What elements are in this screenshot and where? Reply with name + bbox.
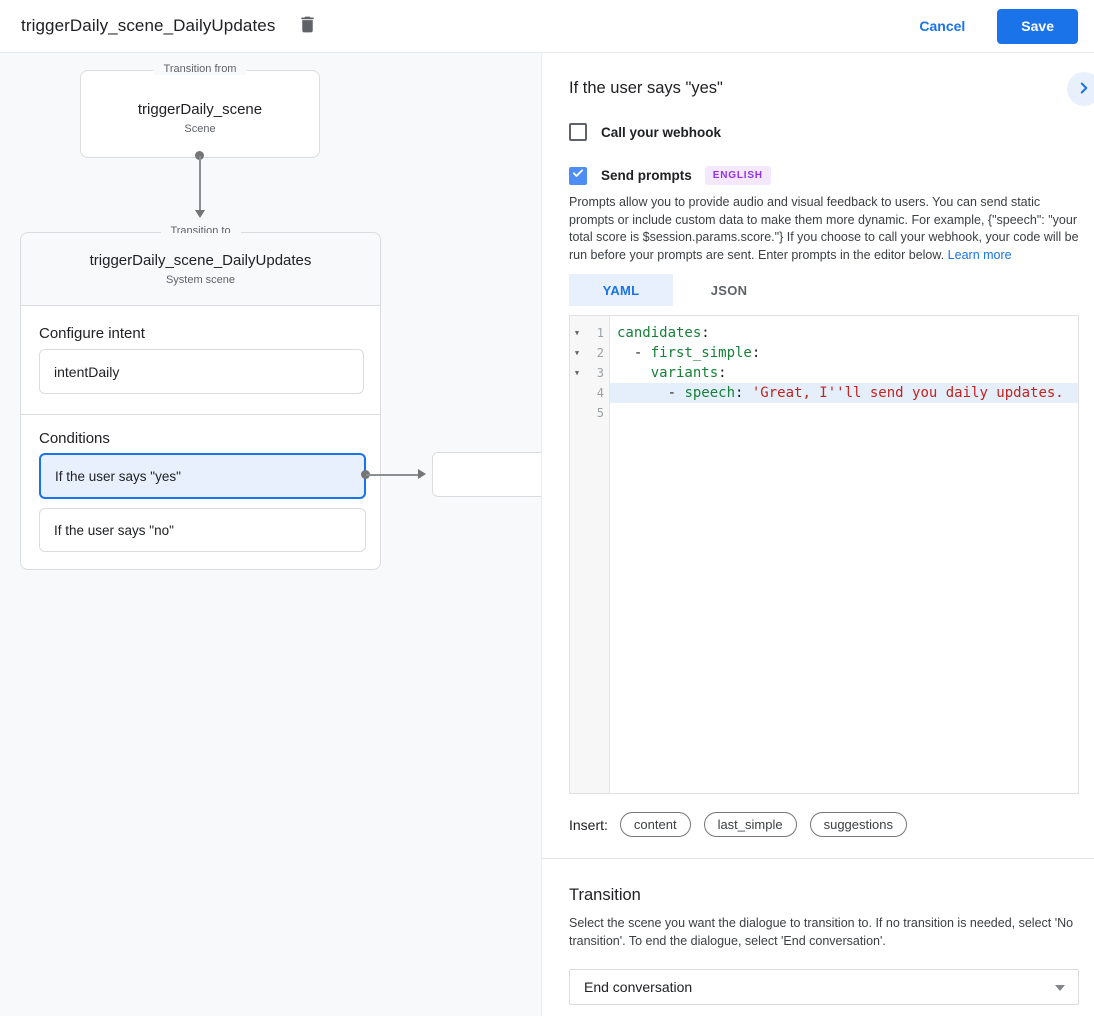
line-number: 4: [596, 386, 604, 400]
editor-line[interactable]: 5: [570, 403, 1078, 423]
insert-label: Insert:: [569, 816, 608, 833]
line-number: 5: [596, 406, 604, 420]
editor-line-code[interactable]: candidates:: [617, 325, 710, 341]
to-scene-type: System scene: [165, 274, 236, 286]
section-divider: [542, 858, 1094, 859]
insert-chip-last_simple[interactable]: last_simple: [703, 812, 797, 837]
learn-more-link[interactable]: Learn more: [947, 247, 1012, 262]
insert-row: Insert: content last_simple suggestions: [569, 812, 920, 837]
editor-line-code[interactable]: - speech: 'Great, I''ll send you daily u…: [610, 383, 1078, 403]
transition-title: Transition: [569, 886, 641, 904]
connector-dot: [361, 470, 370, 479]
editor-line-gutter: ▼3: [570, 363, 610, 383]
configure-intent-label: Configure intent: [39, 325, 145, 342]
editor-line[interactable]: ▼2 - first_simple:: [570, 343, 1078, 363]
trash-icon: [297, 14, 318, 38]
send-prompts-checkbox[interactable]: [569, 166, 587, 185]
insert-chip-suggestions[interactable]: suggestions: [809, 812, 907, 837]
transition-target-node[interactable]: [432, 452, 541, 497]
editor-gutter: [570, 316, 610, 793]
editor-line[interactable]: ▼3 variants:: [570, 363, 1078, 383]
to-node-header: triggerDaily_scene_DailyUpdates System s…: [21, 233, 380, 306]
arrow-right-icon: [418, 469, 426, 479]
line-number: 3: [596, 366, 604, 380]
editor-line-code[interactable]: [610, 403, 1078, 423]
editor-line-gutter: 4: [570, 383, 610, 403]
editor-line-gutter: ▼1: [570, 323, 610, 343]
transition-dropdown-value: End conversation: [584, 979, 693, 995]
node-divider: [21, 414, 380, 415]
prompts-description: Prompts allow you to provide audio and v…: [569, 194, 1081, 264]
send-prompts-row: Send prompts ENGLISH: [569, 166, 771, 185]
dropdown-caret-icon: [1055, 985, 1065, 991]
editor-line-code[interactable]: variants:: [650, 365, 727, 381]
condition-item-yes[interactable]: If the user says "yes": [39, 453, 366, 499]
send-prompts-label: Send prompts: [601, 168, 692, 183]
fold-toggle-icon[interactable]: ▼: [574, 329, 580, 337]
from-scene-type: Scene: [184, 123, 216, 135]
from-scene-name: triggerDaily_scene: [137, 101, 263, 118]
cancel-button[interactable]: Cancel: [919, 18, 966, 34]
top-bar: triggerDaily_scene_DailyUpdates Cancel S…: [0, 0, 1094, 53]
intent-field[interactable]: intentDaily: [39, 349, 364, 394]
collapse-panel-button[interactable]: [1067, 72, 1094, 106]
language-badge: ENGLISH: [704, 166, 771, 185]
webhook-label: Call your webhook: [601, 124, 722, 140]
connector-dot: [195, 151, 204, 160]
condition-item-no[interactable]: If the user says "no": [39, 508, 366, 552]
arrow-down-icon: [195, 210, 205, 218]
transition-from-legend: Transition from: [153, 63, 247, 75]
editor-line[interactable]: 4 - speech: 'Great, I''ll send you daily…: [570, 383, 1078, 403]
transition-to-node[interactable]: Transition to triggerDaily_scene_DailyUp…: [20, 225, 381, 570]
to-scene-name: triggerDaily_scene_DailyUpdates: [89, 252, 312, 269]
transition-description: Select the scene you want the dialogue t…: [569, 916, 1074, 948]
handler-title: If the user says "yes": [569, 79, 723, 97]
insert-chip-content[interactable]: content: [619, 812, 691, 837]
save-button[interactable]: Save: [997, 8, 1078, 44]
checkmark-icon: [571, 166, 585, 185]
connector-line-horizontal: [366, 474, 419, 476]
editor-tabs: YAML JSON: [569, 274, 785, 306]
editor-line-gutter: ▼2: [570, 343, 610, 363]
webhook-checkbox[interactable]: [569, 123, 587, 141]
line-number: 2: [596, 346, 604, 360]
editor-line-code[interactable]: - first_simple:: [617, 345, 761, 361]
handler-detail-panel: If the user says "yes" Call your webhook…: [541, 53, 1094, 1016]
tab-yaml[interactable]: YAML: [569, 274, 673, 306]
fold-toggle-icon[interactable]: ▼: [574, 349, 580, 357]
page-title: triggerDaily_scene_DailyUpdates: [21, 16, 276, 35]
flow-canvas: Transition from triggerDaily_scene Scene…: [0, 53, 541, 1016]
transition-from-node[interactable]: Transition from triggerDaily_scene Scene: [80, 63, 320, 158]
chevron-right-icon: [1075, 79, 1093, 100]
connector-line-vertical: [199, 156, 201, 210]
delete-button[interactable]: [292, 11, 322, 41]
webhook-row: Call your webhook: [569, 123, 721, 141]
editor-line-gutter: 5: [570, 403, 610, 423]
fold-toggle-icon[interactable]: ▼: [574, 369, 580, 377]
line-number: 1: [596, 326, 604, 340]
transition-dropdown[interactable]: End conversation: [569, 969, 1079, 1005]
insert-chips: content last_simple suggestions: [619, 812, 920, 837]
tab-json[interactable]: JSON: [710, 282, 748, 298]
prompts-description-text: Prompts allow you to provide audio and v…: [569, 195, 1079, 262]
conditions-label: Conditions: [39, 430, 110, 447]
